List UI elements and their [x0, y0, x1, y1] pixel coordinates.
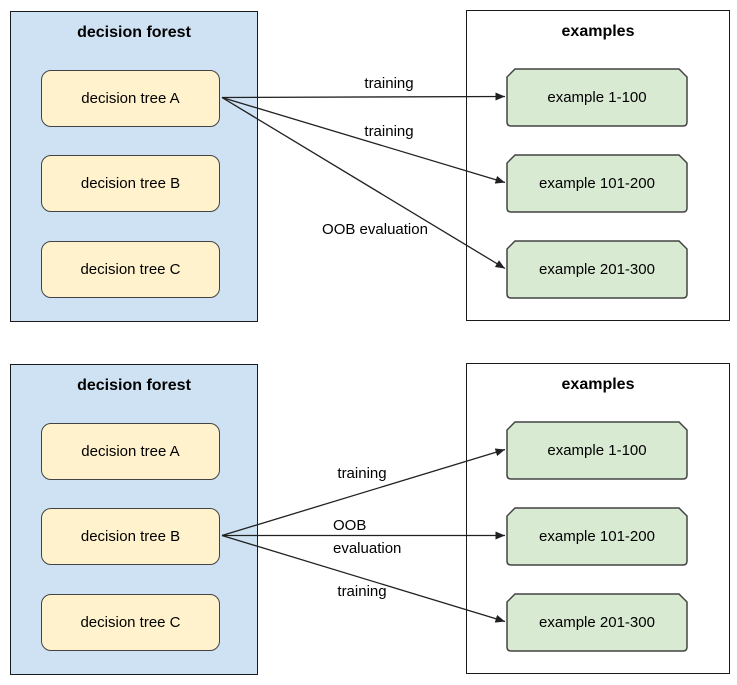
bottom-example-node-2: example 101-200 — [506, 507, 688, 566]
top-examples-panel: examples example 1-100 example 101-200 e… — [466, 10, 730, 321]
bottom-tree-node-c-label: decision tree C — [80, 613, 181, 631]
bottom-example-node-2-label: example 101-200 — [539, 527, 655, 545]
top-example-node-2: example 101-200 — [506, 154, 688, 213]
card-shape — [506, 507, 688, 566]
top-tree-node-b: decision tree B — [41, 155, 220, 212]
top-arrow-label-training-1: training — [364, 75, 414, 92]
top-arrow-label-training-2: training — [364, 123, 414, 140]
bottom-forest-title: decision forest — [77, 377, 191, 394]
bottom-examples-panel: examples example 1-100 example 101-200 e… — [466, 363, 730, 674]
top-arrow-training-1 — [221, 92, 506, 101]
top-examples-title: examples — [561, 23, 635, 40]
top-tree-node-a-label: decision tree A — [81, 89, 180, 107]
bottom-tree-node-b: decision tree B — [41, 508, 220, 565]
card-shape — [506, 421, 688, 480]
bottom-example-node-1: example 1-100 — [506, 421, 688, 480]
card-shape — [506, 240, 688, 299]
top-tree-node-c: decision tree C — [41, 241, 220, 298]
bottom-tree-node-a-label: decision tree A — [81, 442, 180, 460]
bottom-arrow-label-training-1: training — [337, 465, 387, 482]
top-forest-title: decision forest — [77, 24, 191, 41]
card-shape — [506, 593, 688, 652]
top-example-node-1-label: example 1-100 — [547, 88, 647, 106]
top-example-node-3-label: example 201-300 — [539, 260, 655, 278]
card-shape — [506, 68, 688, 127]
top-arrow-label-oob-evaluation: OOB evaluation — [322, 221, 428, 238]
top-tree-node-c-label: decision tree C — [80, 260, 181, 278]
top-tree-node-a: decision tree A — [41, 70, 220, 127]
bottom-arrow-label-oob-evaluation: OOB evaluation — [333, 517, 402, 557]
bottom-tree-node-b-label: decision tree B — [80, 527, 181, 545]
top-example-node-1: example 1-100 — [506, 68, 688, 127]
bottom-example-node-3-label: example 201-300 — [539, 613, 655, 631]
top-example-node-3: example 201-300 — [506, 240, 688, 299]
bottom-tree-node-a: decision tree A — [41, 423, 220, 480]
bottom-examples-title: examples — [561, 376, 635, 393]
bottom-arrow-label-training-2: training — [337, 583, 387, 600]
top-example-node-2-label: example 101-200 — [539, 174, 655, 192]
bottom-example-node-1-label: example 1-100 — [547, 441, 647, 459]
top-tree-node-b-label: decision tree B — [80, 174, 181, 192]
bottom-decision-forest-panel: decision forest decision tree A decision… — [10, 364, 258, 675]
bottom-tree-node-c: decision tree C — [41, 594, 220, 651]
bottom-example-node-3: example 201-300 — [506, 593, 688, 652]
card-shape — [506, 154, 688, 213]
top-decision-forest-panel: decision forest decision tree A decision… — [10, 11, 258, 322]
